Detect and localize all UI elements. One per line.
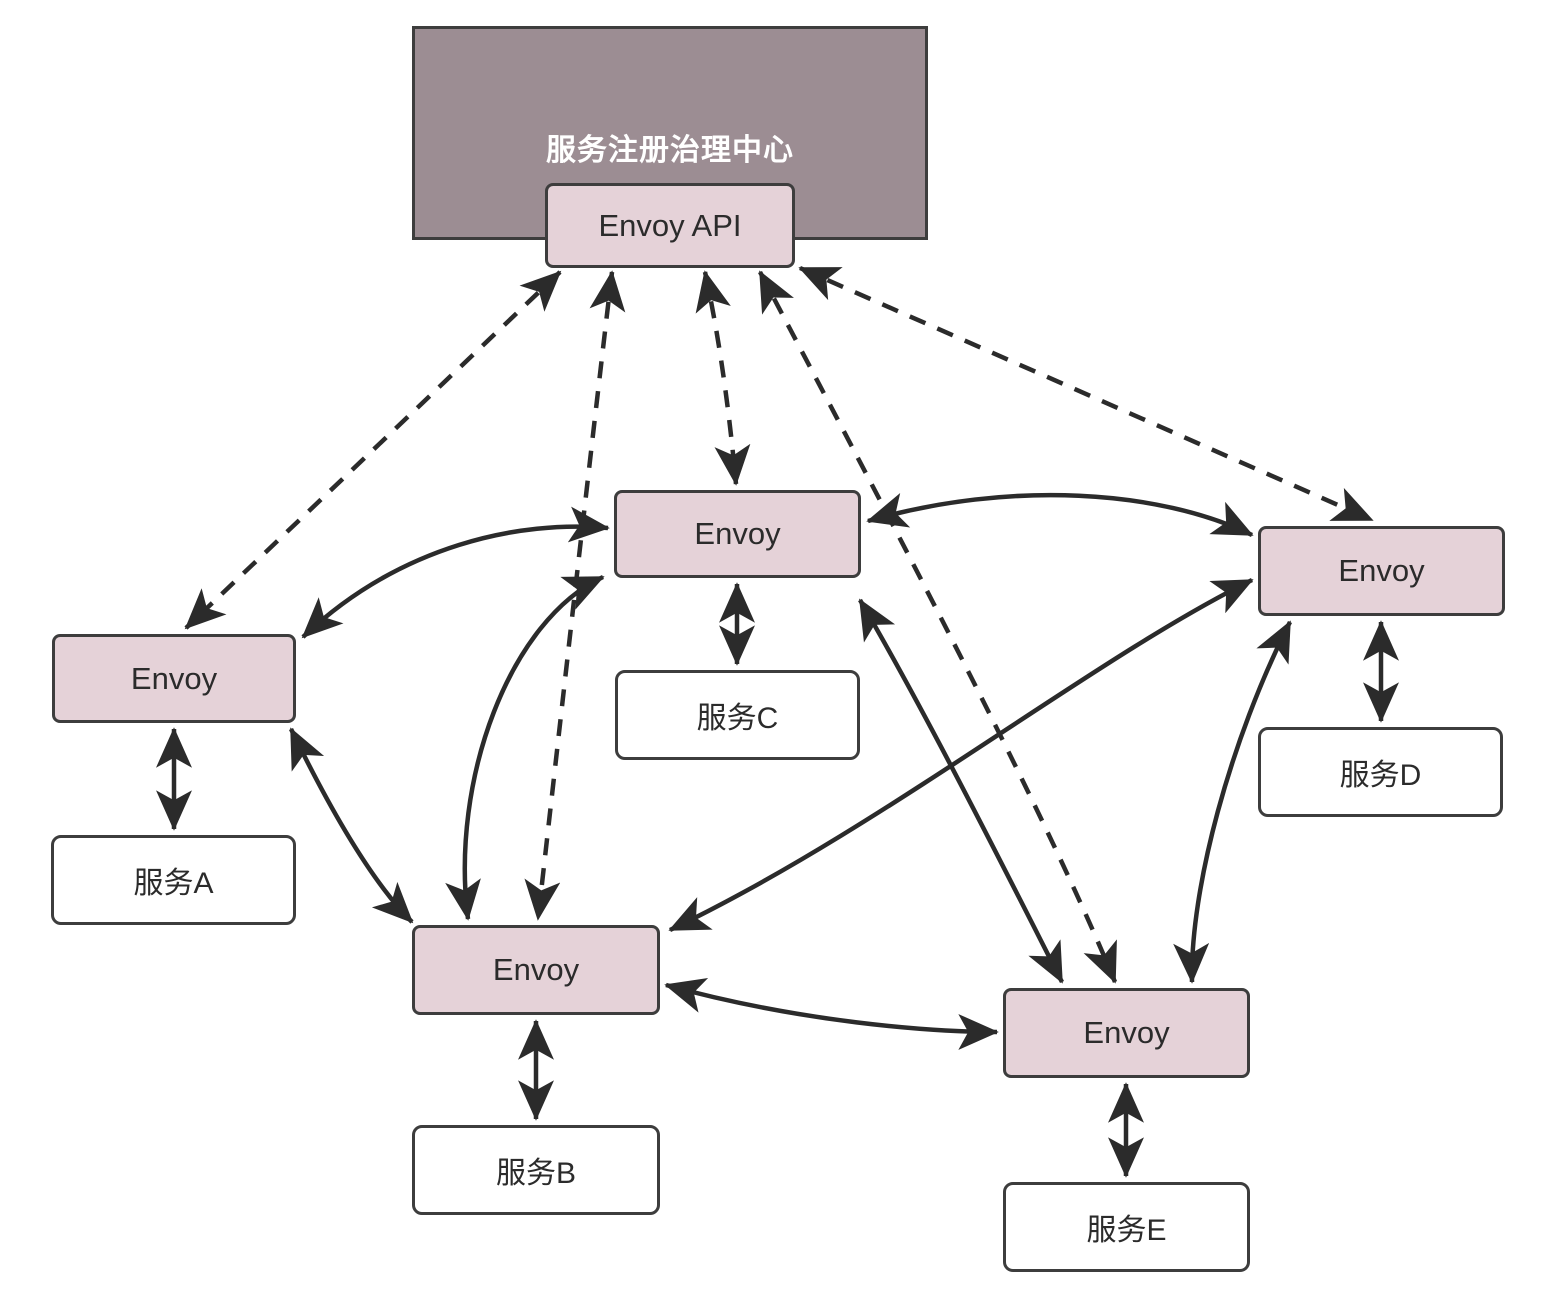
node-label: 服务A xyxy=(133,867,214,900)
node-label: Envoy xyxy=(492,952,580,987)
node-service-d[interactable]: 服务D xyxy=(1258,727,1503,817)
edge-envoy-a-to-envoy-c xyxy=(301,506,610,639)
node-label: Envoy xyxy=(1083,1015,1170,1050)
edge-envoy-a-to-envoy-b xyxy=(288,727,414,924)
node-envoy-d[interactable]: Envoy xyxy=(1258,526,1505,616)
node-service-c[interactable]: 服务C xyxy=(615,670,860,760)
node-label: 服务D xyxy=(1339,759,1422,792)
edge-envoy-b-to-envoy-e xyxy=(664,977,999,1050)
node-envoy-c[interactable]: Envoy xyxy=(614,490,861,578)
node-label: 服务E xyxy=(1086,1214,1167,1247)
edge-api-to-envoy-a xyxy=(184,270,562,630)
node-service-b[interactable]: 服务B xyxy=(412,1125,660,1215)
edge-group-sidecar-service xyxy=(156,582,1399,1178)
node-label: Envoy xyxy=(130,660,218,696)
node-envoy-api[interactable]: Envoy API xyxy=(545,183,795,268)
node-envoy-b[interactable]: Envoy xyxy=(412,925,660,1015)
node-service-a[interactable]: 服务A xyxy=(51,835,296,925)
edge-api-to-envoy-c xyxy=(695,270,751,486)
node-label: Envoy xyxy=(694,516,781,551)
node-envoy-e[interactable]: Envoy xyxy=(1003,988,1250,1078)
node-envoy-a[interactable]: Envoy xyxy=(52,634,296,723)
node-label: Envoy API xyxy=(598,207,742,243)
edge-envoy-b-to-envoy-c xyxy=(445,574,605,921)
registry-title: 服务注册治理中心 xyxy=(546,134,794,167)
node-service-e[interactable]: 服务E xyxy=(1003,1182,1250,1272)
edge-api-to-envoy-e xyxy=(758,270,1118,984)
edge-envoy-c-to-envoy-d xyxy=(866,492,1254,538)
edge-api-to-envoy-d xyxy=(798,265,1374,523)
node-label: 服务C xyxy=(696,702,779,735)
edge-envoy-b-to-envoy-d xyxy=(668,577,1254,933)
edge-group-mesh xyxy=(288,492,1293,1050)
edge-envoy-d-to-envoy-e xyxy=(1173,620,1293,984)
node-label: Envoy xyxy=(1338,553,1425,588)
node-label: 服务B xyxy=(495,1157,576,1190)
